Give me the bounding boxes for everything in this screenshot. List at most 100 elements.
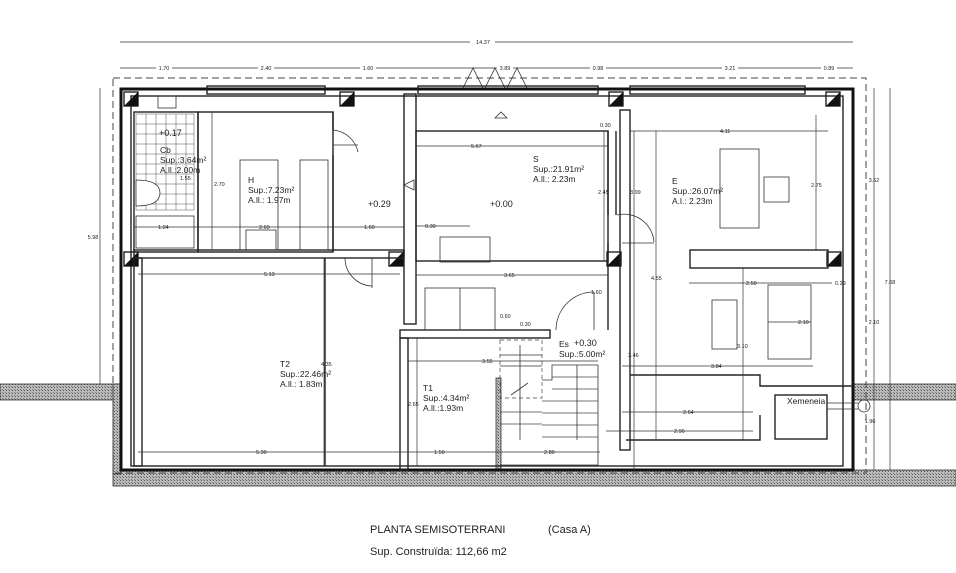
svg-text:T2: T2 [280, 359, 290, 369]
window [206, 85, 326, 95]
room-t2-label: T2 Sup.:22.46m² A.ll.: 1.83m [280, 359, 331, 389]
toilet-icon [135, 179, 161, 207]
svg-text:2.75: 2.75 [811, 183, 822, 189]
svg-text:A.l.: 2.23m: A.l.: 2.23m [672, 196, 713, 206]
svg-text:5.98: 5.98 [88, 235, 99, 241]
svg-text:4.11: 4.11 [720, 129, 730, 135]
svg-text:A.ll.: 2.23m: A.ll.: 2.23m [533, 174, 576, 184]
dim-top-4: 3.89 [500, 66, 511, 72]
svg-text:2.50: 2.50 [746, 281, 757, 287]
svg-text:3.46: 3.46 [628, 353, 639, 359]
dim-top-7: 0.89 [824, 66, 835, 72]
svg-text:0.29: 0.29 [835, 281, 846, 287]
svg-text:3.55: 3.55 [482, 359, 493, 365]
svg-text:A.ll.:1.93m: A.ll.:1.93m [423, 403, 463, 413]
inner-dimension-lines [134, 112, 832, 470]
svg-text:Sup.:4.34m²: Sup.:4.34m² [423, 393, 469, 403]
svg-text:3.65: 3.65 [504, 273, 515, 279]
svg-text:7.68: 7.68 [885, 280, 896, 286]
dim-top-6: 3.21 [725, 66, 736, 72]
svg-text:A.ll.: 1.97m: A.ll.: 1.97m [248, 195, 291, 205]
svg-text:3.62: 3.62 [869, 178, 880, 184]
side-dimensions: 5.98 3.62 7.68 2.10 1.96 [88, 88, 896, 470]
svg-text:+0.30: +0.30 [574, 338, 597, 348]
svg-text:2.10: 2.10 [798, 320, 809, 326]
plot-boundary [112, 77, 867, 474]
furniture [239, 148, 871, 440]
dim-total-width: 14.37 [476, 40, 490, 46]
svg-text:1.24: 1.24 [158, 225, 169, 231]
interior-walls [133, 93, 853, 471]
svg-text:2.65: 2.65 [408, 402, 419, 408]
svg-text:5.30: 5.30 [256, 450, 267, 456]
svg-text:2.45: 2.45 [598, 190, 609, 196]
built-area: Sup. Construïda: 112,66 m2 [370, 546, 507, 558]
svg-text:A.ll.:2.00m: A.ll.:2.00m [160, 165, 200, 175]
svg-text:Sup.:5.00m²: Sup.:5.00m² [559, 349, 605, 359]
svg-text:Sup.:3.64m²: Sup.:3.64m² [160, 155, 206, 165]
svg-text:Sup.:26.07m²: Sup.:26.07m² [672, 186, 723, 196]
svg-text:0.60: 0.60 [500, 314, 511, 320]
sink [157, 95, 177, 109]
svg-text:1.60: 1.60 [364, 225, 375, 231]
svg-text:+0.00: +0.00 [490, 199, 513, 209]
svg-text:3.84: 3.84 [711, 364, 722, 370]
svg-text:2.96: 2.96 [674, 429, 685, 435]
window [629, 85, 806, 95]
svg-text:H: H [248, 175, 254, 185]
svg-text:0.30: 0.30 [425, 224, 436, 230]
roof-slope-mark [461, 67, 529, 91]
svg-text:Sup.:7.23m²: Sup.:7.23m² [248, 185, 294, 195]
svg-text:Sup.:21.91m²: Sup.:21.91m² [533, 164, 584, 174]
bathtub [135, 215, 195, 249]
room-es-label: Es +0.30 Sup.:5.00m² [559, 338, 605, 359]
stairs [499, 339, 599, 466]
entry-arrow-icon [403, 179, 415, 191]
svg-text:1.55: 1.55 [180, 176, 191, 182]
room-h-label: H Sup.:7.23m² A.ll.: 1.97m [248, 175, 294, 205]
svg-text:2.70: 2.70 [214, 182, 225, 188]
svg-text:T1: T1 [423, 383, 433, 393]
room-s-label: S Sup.:21.91m² A.ll.: 2.23m +0.00 [490, 154, 584, 209]
svg-text:5.67: 5.67 [471, 144, 482, 150]
outer-walls [119, 85, 855, 472]
inner-dimension-labels: 2.70 1.55 1.24 2.60 1.60 0.30 5.67 0.30 … [158, 123, 846, 456]
room-cb-label: +0.17 Cb Sup.:3.64m² A.ll.:2.00m [159, 128, 206, 175]
dim-top-2: 2.40 [261, 66, 272, 72]
room-t1-label: T1 Sup.:4.34m² A.ll.:1.93m [423, 383, 469, 413]
svg-text:2.10: 2.10 [869, 320, 880, 326]
svg-text:Es: Es [559, 339, 569, 349]
svg-text:1.60: 1.60 [591, 290, 602, 296]
room-e-label: E Sup.:26.07m² A.l.: 2.23m [672, 176, 723, 206]
dim-top-5: 0.98 [593, 66, 604, 72]
fireplace-label: Xemeneia [787, 396, 826, 406]
doors [332, 111, 655, 331]
svg-text:0.30: 0.30 [520, 322, 531, 328]
svg-text:S: S [533, 154, 539, 164]
fireplace [774, 394, 828, 440]
svg-text:E: E [672, 176, 678, 186]
pillars [123, 91, 842, 267]
svg-text:3.99: 3.99 [630, 190, 641, 196]
top-dimensions: 14.37 1.70 2.40 1.60 3.89 0.98 3.21 0.89 [120, 38, 853, 91]
svg-text:+0.17: +0.17 [159, 128, 182, 138]
svg-text:2.80: 2.80 [544, 450, 555, 456]
dim-top-3: 1.60 [363, 66, 374, 72]
svg-text:1.50: 1.50 [434, 450, 445, 456]
window [417, 85, 599, 95]
svg-text:3.10: 3.10 [737, 344, 748, 350]
bathroom-fixtures [135, 95, 195, 249]
svg-text:1.96: 1.96 [865, 419, 876, 425]
svg-text:Cb: Cb [160, 145, 171, 155]
svg-text:4.55: 4.55 [651, 276, 662, 282]
dim-top-1: 1.70 [159, 66, 170, 72]
entry-arrow-icon [494, 111, 508, 119]
svg-text:5.13: 5.13 [264, 272, 275, 278]
svg-text:2.64: 2.64 [683, 410, 694, 416]
plan-subtitle: (Casa A) [548, 524, 591, 536]
svg-text:Sup.:22.46m²: Sup.:22.46m² [280, 369, 331, 379]
svg-text:A.ll.: 1.83m: A.ll.: 1.83m [280, 379, 323, 389]
plan-title: PLANTA SEMISOTERRANI [370, 524, 506, 536]
svg-text:2.60: 2.60 [259, 225, 270, 231]
